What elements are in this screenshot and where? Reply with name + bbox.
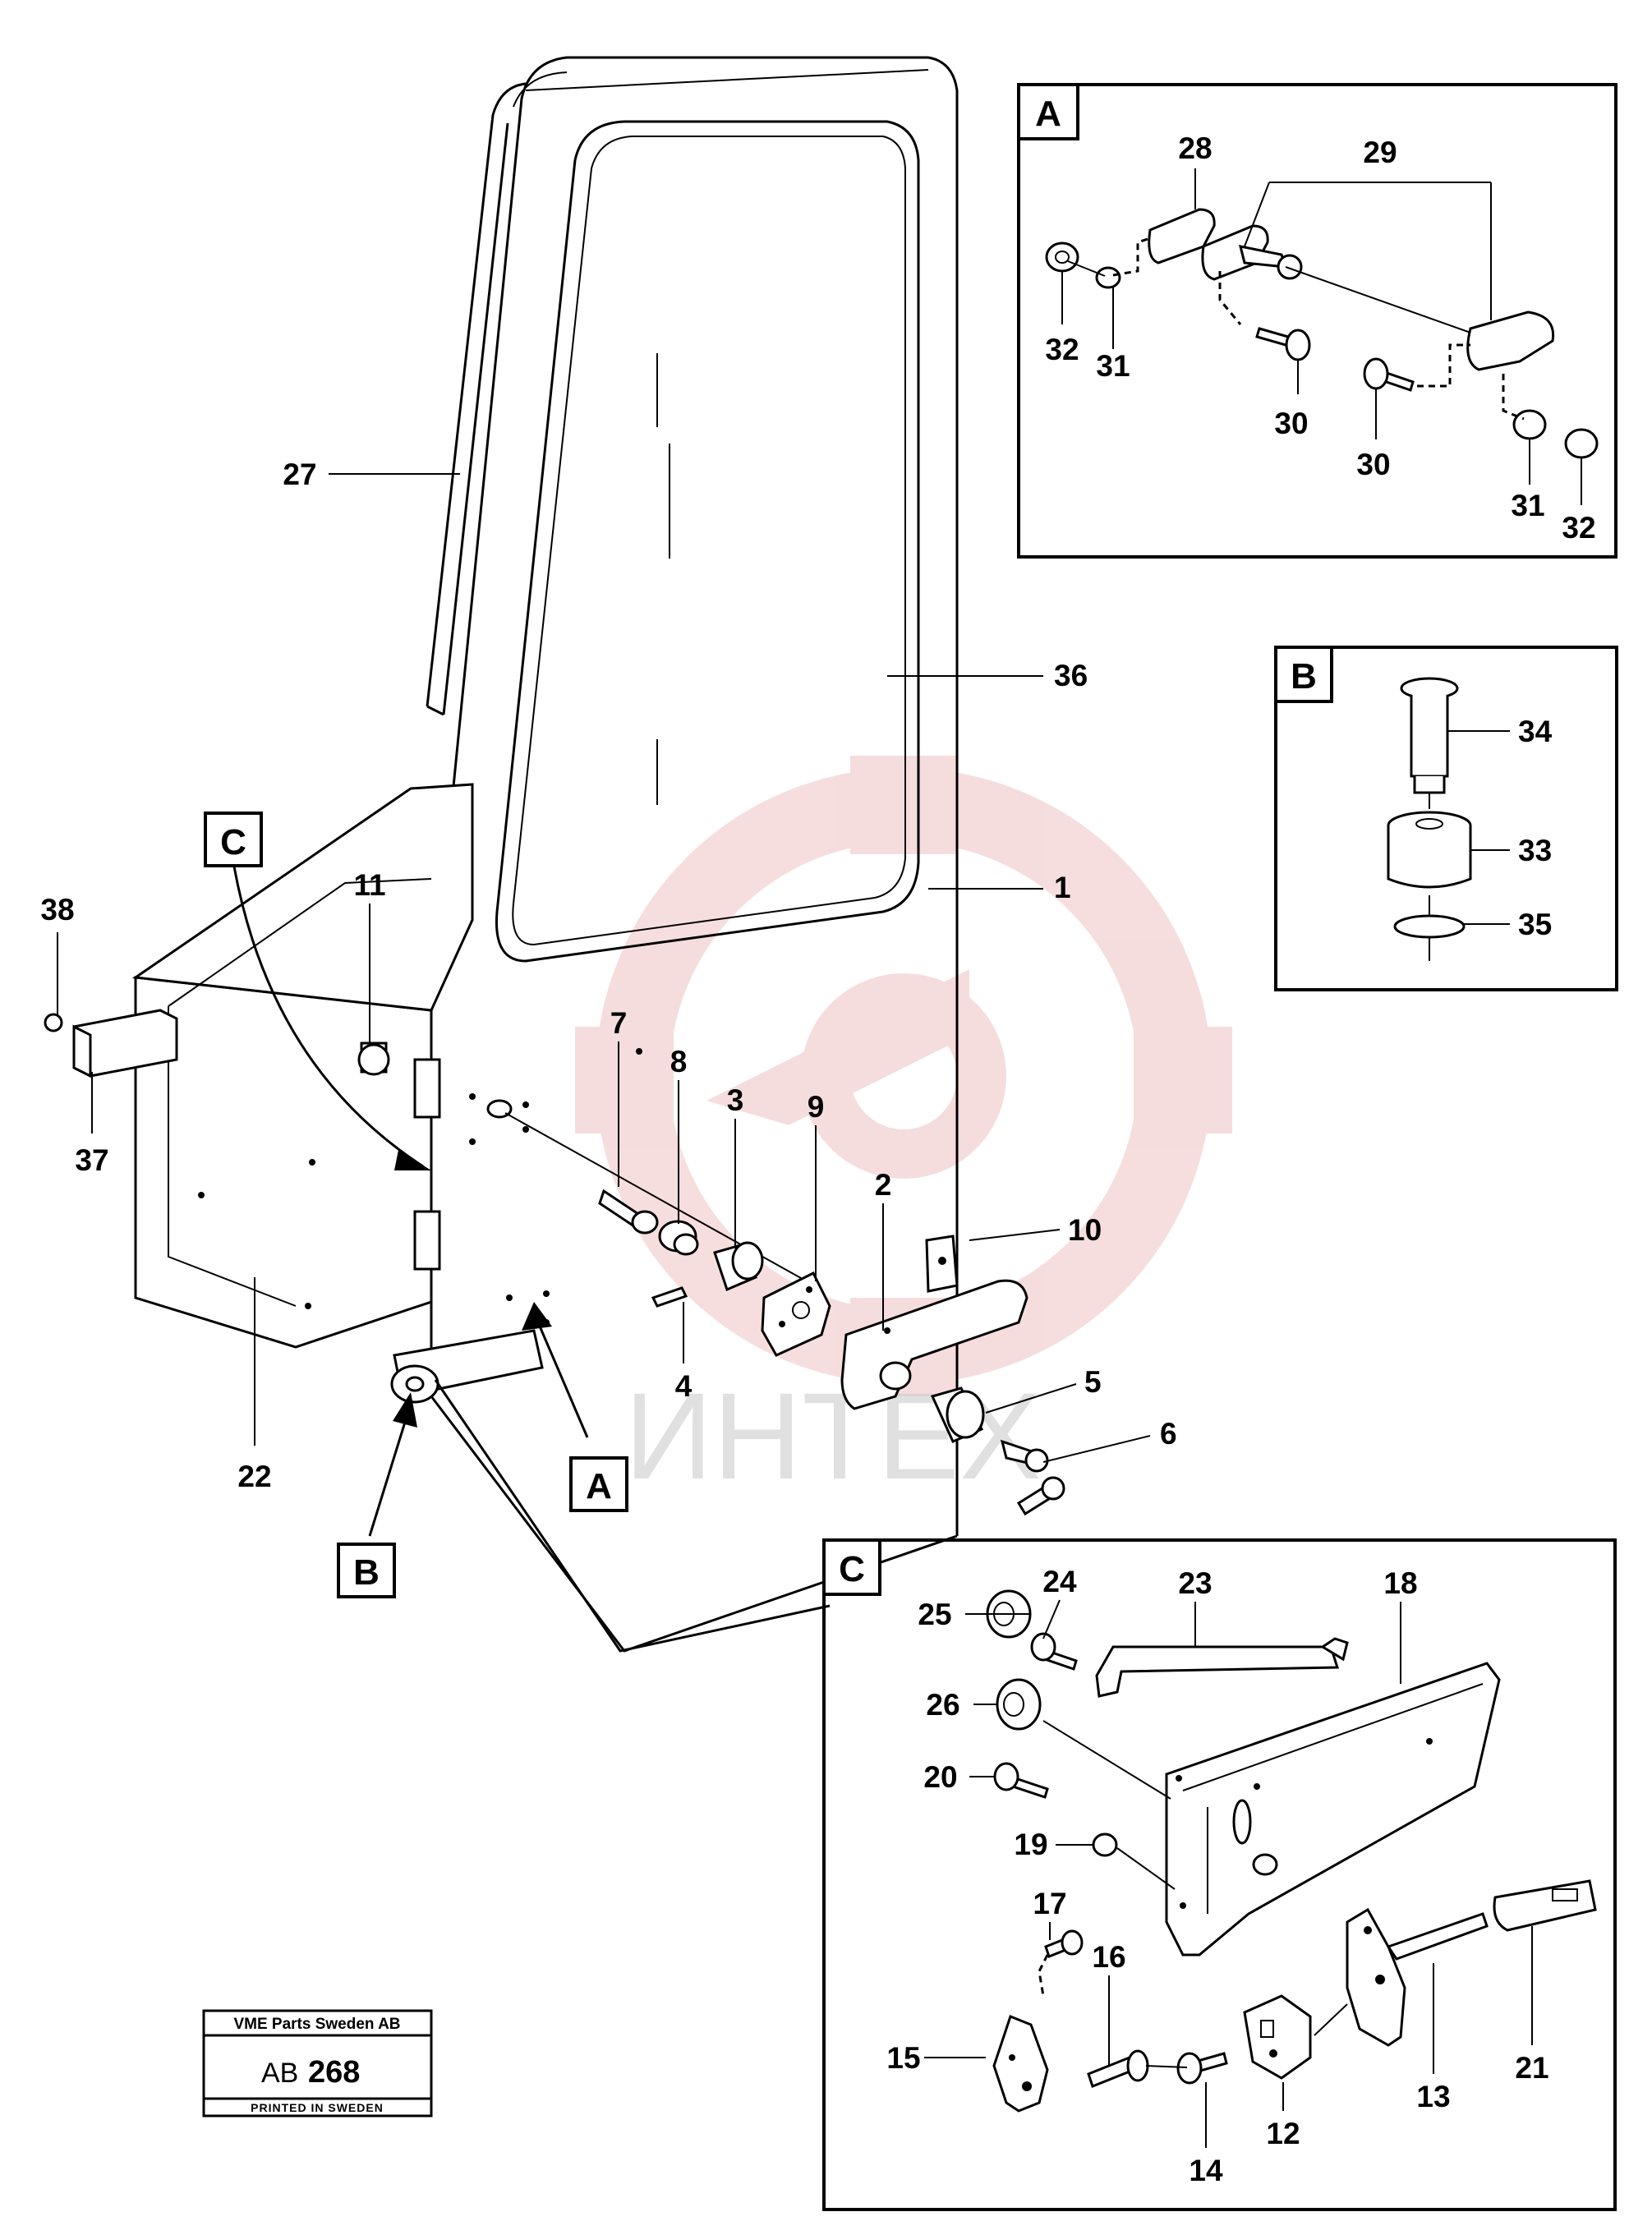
callout-label: 36 (1054, 659, 1088, 692)
pointer-c: C (204, 812, 431, 1170)
cover-plate-37 (44, 1009, 178, 1078)
detail-box-a: A (1017, 83, 1617, 559)
callout-numbers: 1 2 3 4 5 6 7 8 9 10 11 12 13 14 15 16 1… (40, 131, 1595, 2187)
detail-box-b: B (1274, 646, 1618, 991)
callout-label: 9 (808, 1090, 825, 1124)
detail-b-letter: B (1291, 656, 1317, 697)
step-bracket (131, 783, 474, 1349)
stamp-printed: PRINTED IN SWEDEN (251, 2101, 384, 2114)
callout-label: 10 (1068, 1213, 1102, 1247)
callout-label: 32 (1045, 333, 1079, 366)
callout-label: 37 (75, 1143, 108, 1177)
vme-stamp: VME Parts Sweden AB AB 268 PRINTED IN SW… (202, 2009, 433, 2118)
detail-c-connector (434, 1379, 831, 1653)
callout-label: 22 (237, 1460, 271, 1493)
detail-c-letter: C (839, 1549, 865, 1589)
callout-label: 30 (1274, 407, 1308, 440)
callout-label: 26 (926, 1688, 959, 1722)
callout-label: 16 (1092, 1940, 1125, 1974)
callout-label: 32 (1562, 511, 1595, 545)
callout-label: 24 (1042, 1565, 1077, 1598)
callout-label: 29 (1363, 136, 1397, 169)
callout-label: 1 (1054, 871, 1071, 904)
pointer-b: B (337, 1392, 417, 1598)
callout-label: 20 (923, 1760, 957, 1794)
callout-label: 28 (1178, 131, 1212, 165)
callout-label: 3 (727, 1083, 744, 1117)
callout-label: 18 (1383, 1566, 1417, 1600)
callout-label: 34 (1518, 715, 1553, 748)
callout-label: 35 (1518, 908, 1552, 941)
stamp-company: VME Parts Sweden AB (233, 2016, 400, 2033)
callout-label: 4 (675, 1369, 693, 1403)
callout-label: 33 (1518, 834, 1552, 867)
pointer-a: A (522, 1302, 628, 1512)
detail-box-c: C (822, 1538, 1617, 2211)
pointer-b-label: B (353, 1552, 380, 1593)
callout-label: 17 (1033, 1887, 1066, 1920)
callout-label: 25 (918, 1598, 951, 1631)
callout-label: 14 (1189, 2154, 1223, 2187)
callout-label: 12 (1266, 2117, 1300, 2150)
callout-label: 23 (1178, 1566, 1212, 1600)
callout-label: 15 (886, 2041, 920, 2075)
callout-label: 8 (670, 1045, 688, 1078)
door-hinge (390, 1329, 544, 1404)
detail-a-letter: A (1035, 94, 1061, 134)
stamp-code-prefix: AB (261, 2058, 298, 2089)
callout-label: 38 (40, 893, 74, 927)
pointer-a-label: A (586, 1466, 612, 1506)
callout-label: 30 (1356, 448, 1390, 481)
callout-label: 2 (875, 1168, 892, 1202)
callout-label: 21 (1515, 2051, 1548, 2085)
callout-label: 6 (1160, 1417, 1177, 1451)
door-panel-holes (469, 1048, 642, 1326)
callout-label: 27 (283, 458, 316, 491)
stamp-code-number: 268 (308, 2055, 360, 2090)
callout-label: 7 (610, 1006, 628, 1040)
callout-label: 13 (1416, 2080, 1450, 2113)
callout-label: 11 (353, 868, 385, 902)
lock-handle-assembly (486, 1099, 1065, 1516)
callout-label: 31 (1096, 349, 1130, 383)
callout-label: 5 (1084, 1365, 1102, 1399)
leader-lines (57, 168, 1582, 2148)
pointer-c-label: C (220, 822, 246, 862)
callout-label: 31 (1511, 489, 1544, 522)
callout-label: 19 (1014, 1828, 1047, 1861)
